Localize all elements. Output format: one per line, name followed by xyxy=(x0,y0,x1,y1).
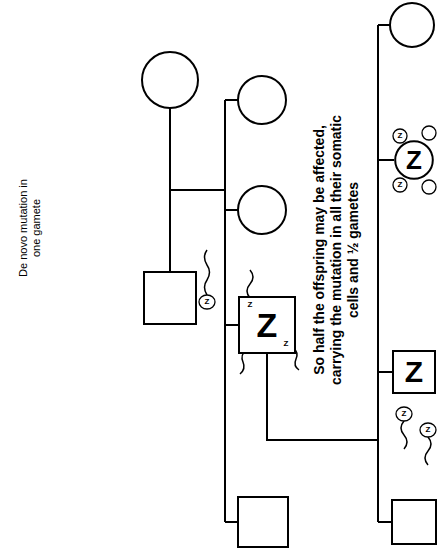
branch-line xyxy=(225,324,238,326)
note-text: So half the offspring may be affected, c… xyxy=(311,109,361,391)
mutation-mark: Z xyxy=(205,298,210,306)
sperm-head xyxy=(199,295,215,309)
female-symbol xyxy=(142,52,198,108)
branch-line xyxy=(378,521,392,523)
male-symbol xyxy=(392,500,436,544)
sperm-tail xyxy=(401,421,407,449)
branch-line xyxy=(225,521,238,523)
affected-male: Z xyxy=(392,350,436,394)
note-text: De novo mutation in one gamete xyxy=(17,173,43,283)
sibship-line xyxy=(224,100,226,522)
descent-line xyxy=(170,189,225,191)
branch-line xyxy=(225,209,238,211)
branch-line xyxy=(225,99,238,101)
mutation-mark: Z xyxy=(398,132,403,140)
mutation-mark: Z xyxy=(406,147,422,173)
mutation-mark: Z xyxy=(248,301,253,309)
mutation-mark: Z xyxy=(398,181,403,189)
egg-cell xyxy=(393,178,407,192)
mutation-mark: Z xyxy=(426,426,431,434)
male-symbol xyxy=(238,497,288,547)
female-symbol xyxy=(238,186,286,234)
egg-cell xyxy=(422,126,436,140)
sperm-tail xyxy=(425,437,431,465)
affected-female: Z xyxy=(394,140,434,180)
mutation-mark: Z xyxy=(402,410,407,418)
sperm-tail xyxy=(247,270,253,298)
egg-cell xyxy=(422,180,436,194)
female-symbol xyxy=(238,76,286,124)
mutation-mark: Z xyxy=(284,340,289,348)
egg-cell xyxy=(393,129,407,143)
branch-line xyxy=(378,24,390,26)
sperm-head xyxy=(396,407,412,421)
mutation-mark: Z xyxy=(257,308,278,342)
sperm-tail xyxy=(205,250,210,295)
female-symbol xyxy=(390,3,434,47)
mutation-mark: Z xyxy=(405,357,423,387)
male-symbol xyxy=(144,272,196,324)
sperm-head xyxy=(420,423,436,437)
